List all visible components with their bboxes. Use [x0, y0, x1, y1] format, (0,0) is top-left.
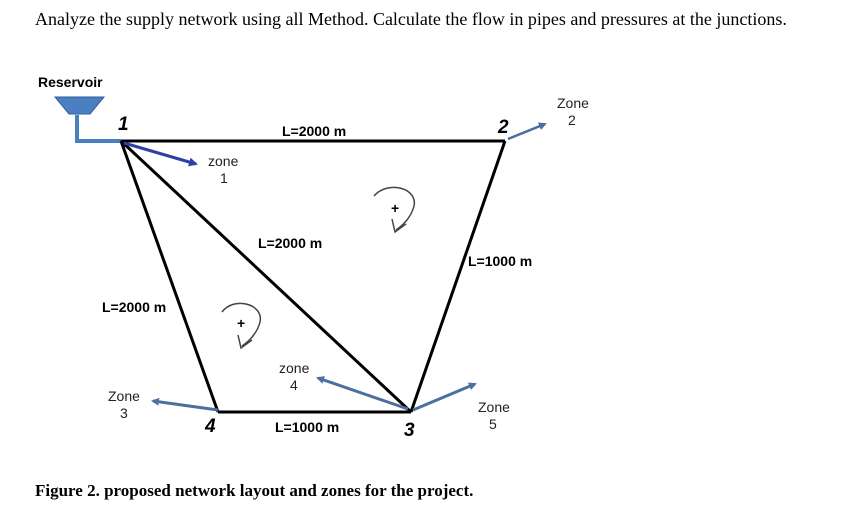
- pipe-1-3: [119, 139, 413, 414]
- pipe-1-4: [119, 140, 220, 413]
- loop-2-sign: +: [237, 315, 245, 331]
- pipe-1-4-length: L=2000 m: [102, 299, 166, 315]
- question-text: Analyze the supply network using all Met…: [35, 9, 787, 29]
- node-3-label: 3: [404, 420, 415, 441]
- figure-caption: Figure 2. proposed network layout and zo…: [35, 481, 474, 500]
- zone-3-word: Zone: [108, 388, 140, 404]
- zone-5-arrow: [412, 382, 477, 412]
- zone-4-number: 4: [290, 377, 298, 393]
- zone-5-number: 5: [489, 416, 497, 432]
- pipe-1-3-length: L=2000 m: [258, 235, 322, 251]
- loop-1-sign: +: [391, 200, 399, 216]
- zone-5-word: Zone: [478, 399, 510, 415]
- node-4-label: 4: [204, 416, 216, 437]
- pipe-1-2-length: L=2000 m: [282, 123, 346, 139]
- reservoir-label: Reservoir: [38, 74, 103, 90]
- zone-1-word: zone: [208, 153, 239, 169]
- node-1-label: 1: [118, 114, 129, 135]
- loop-1-clockwise-icon: +: [373, 186, 415, 234]
- zone-1-arrow: [123, 141, 198, 167]
- zone-2-word: Zone: [557, 95, 589, 111]
- node-2-label: 2: [497, 117, 509, 138]
- pipe-4-3-length: L=1000 m: [275, 419, 339, 435]
- reservoir-outlet-pipe: [75, 115, 121, 143]
- zone-1-number: 1: [220, 170, 228, 186]
- zone-2-arrow: [507, 122, 547, 141]
- pipe-2-3-length: L=1000 m: [468, 253, 532, 269]
- loop-2-clockwise-icon: +: [221, 302, 261, 350]
- zone-2-number: 2: [568, 112, 576, 128]
- zone-4-arrow: [316, 376, 409, 411]
- zone-3-arrow: [151, 397, 219, 412]
- reservoir-icon: [53, 96, 106, 115]
- pipe-2-3: [409, 140, 507, 413]
- zone-3-number: 3: [120, 405, 128, 421]
- zone-4-word: zone: [279, 360, 310, 376]
